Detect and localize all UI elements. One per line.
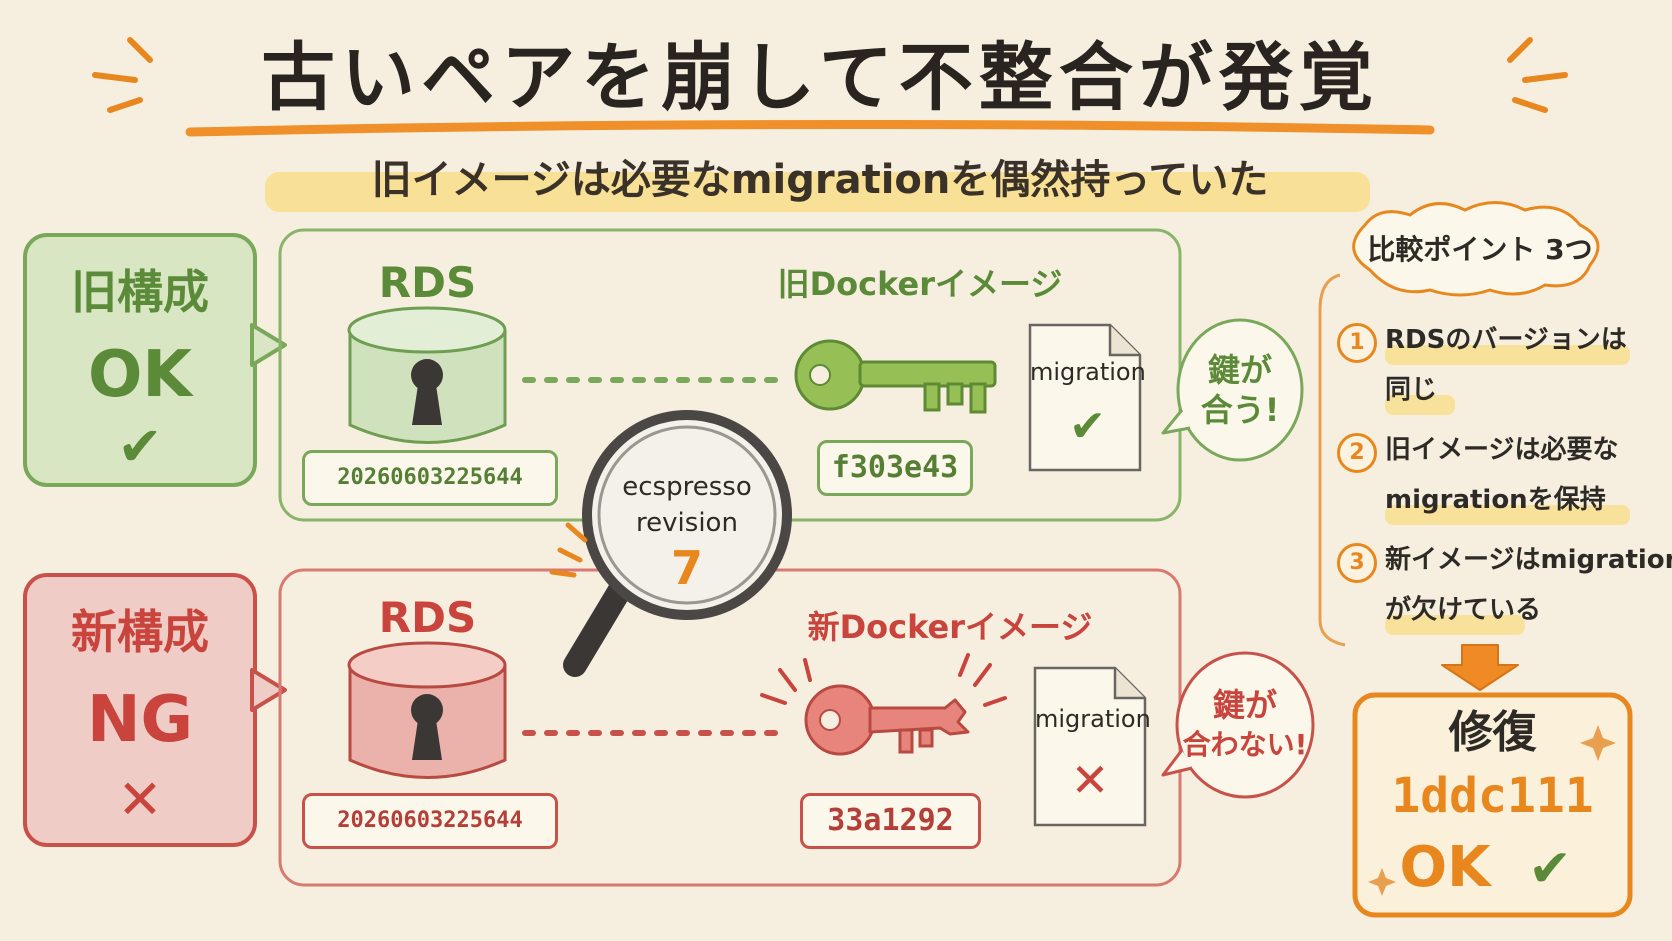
new-bubble-line1: 鍵が [1212,686,1277,724]
old-status-check-icon: ✔ [117,415,163,478]
new-rds-version: 20260603225644 [302,793,558,849]
old-doc-check-icon: ✔ [1069,401,1106,452]
fix-sparkle-bottom [1368,868,1396,896]
old-image-tag: f303e43 [817,440,973,496]
fix-hash: 1ddc111 [1391,768,1594,824]
new-image-tag: 33a1292 [800,793,981,849]
new-rds-cylinder [347,641,507,779]
old-side-pointer [250,323,287,367]
new-speech-bubble [1161,651,1315,799]
new-bubble-line2: 合わない! [1182,728,1308,761]
old-migration-document [1028,323,1142,472]
new-broken-key-icon [804,684,970,756]
point2-line1: 旧イメージは必要な [1385,435,1619,465]
title-underline [185,119,1435,137]
old-bubble-line2: 合う! [1200,391,1280,429]
point3-line1: 新イメージはmigration [1385,545,1672,575]
point2-line2: migrationを保持 [1385,485,1606,515]
magnifier-icon [563,410,792,677]
point1-number: 1 [1337,323,1377,363]
old-rds-label: RDS [378,258,477,307]
new-image-label: 新Dockerイメージ [807,608,1093,646]
point1-line1: RDSのバージョンは [1385,325,1627,355]
point2-number: 2 [1337,433,1377,473]
new-rds-label: RDS [378,593,477,642]
old-side-label: 旧構成 [71,265,209,319]
point1-highlight [1385,345,1630,365]
old-image-label: 旧Dockerイメージ [777,265,1063,303]
point3-line2: が欠けている [1385,595,1542,625]
old-speech-bubble [1161,318,1304,462]
fix-status: OK [1399,835,1491,900]
comparison-bracket [1318,273,1346,647]
new-key-crack-marks [760,653,1007,707]
old-bubble-line1: 鍵が [1207,351,1272,389]
title-sparkle-right [1507,37,1568,113]
fix-check-icon: ✔ [1528,839,1572,899]
page-title: 古いペアを崩して不整合が発覚 [261,35,1379,121]
new-side-pointer [250,668,287,712]
down-arrow-icon [1441,644,1519,691]
subtitle-highlight [265,172,1370,212]
new-status: NG [86,683,194,757]
fix-box [1352,692,1633,918]
new-migration-document [1033,666,1147,827]
point1-line2: 同じ [1385,375,1438,405]
fix-sparkle-top [1580,725,1616,761]
magnifier-number: 7 [670,541,703,595]
magnifier-line1: ecspresso [622,472,752,502]
new-doc-cross-icon: ✕ [1070,753,1110,807]
magnifier-line2: revision [636,508,738,538]
point3-highlight [1385,615,1525,635]
point2-highlight [1385,505,1630,525]
magnifier-sparkle [549,522,588,578]
old-key-icon [794,339,997,414]
old-status: OK [88,338,192,412]
fix-label: 修復 [1448,707,1537,758]
comparison-title: 比較ポイント 3つ [1367,233,1593,266]
old-rds-version: 20260603225644 [302,450,558,506]
new-side-label: 新構成 [71,605,209,659]
point1b-highlight [1385,395,1455,415]
page-subtitle: 旧イメージは必要なmigrationを偶然持っていた [371,157,1269,203]
title-sparkle-left [92,37,153,113]
new-doc-label: migration [1035,705,1151,733]
new-status-cross-icon: ✕ [117,768,163,831]
point3-number: 3 [1337,543,1377,583]
old-rds-cylinder [347,306,507,444]
old-doc-label: migration [1030,358,1146,386]
comparison-cloud [1352,201,1600,297]
